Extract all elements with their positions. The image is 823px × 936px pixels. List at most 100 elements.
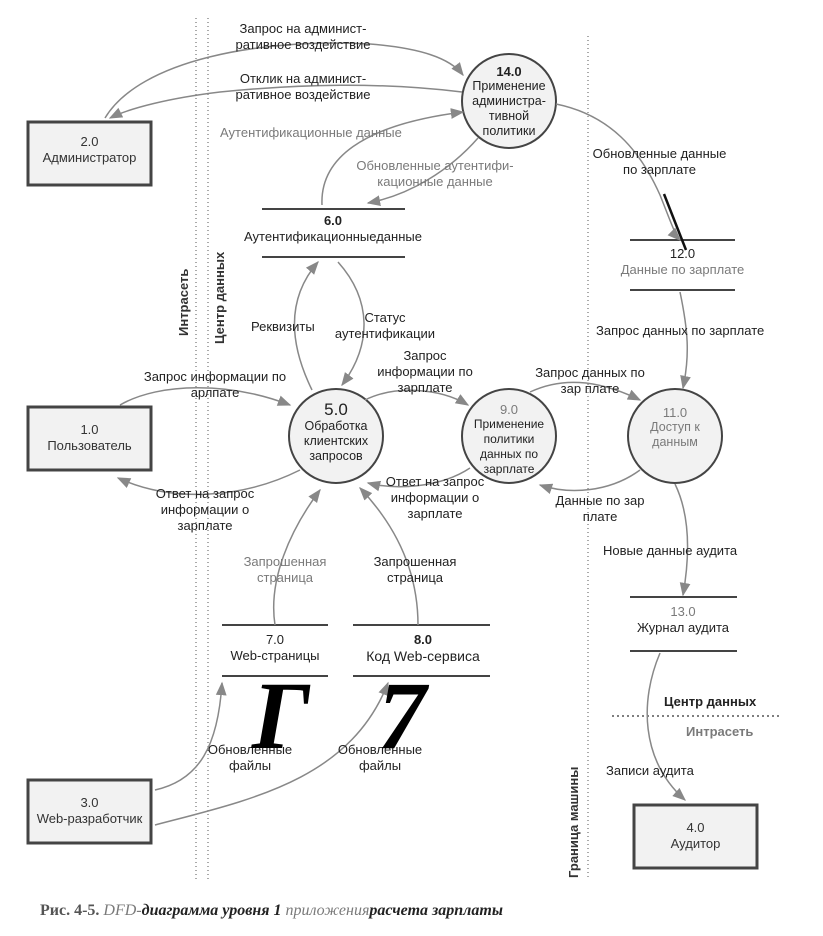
store-7-id: 7.0 bbox=[265, 632, 285, 647]
flow-label-answer-to-5: Ответ на запрос информации о зарплате bbox=[385, 474, 485, 521]
caption-part1: DFD- bbox=[103, 902, 142, 919]
flow-answer-to-5[interactable] bbox=[366, 467, 471, 492]
process-11[interactable]: 11.0 Доступ к данным bbox=[629, 405, 721, 450]
flow-label-admin-response: Отклик на админист-ративное воздействие bbox=[235, 71, 371, 102]
flow-label-salary-data-request: Запрос данных по зар плате bbox=[535, 365, 645, 396]
store-6-lines bbox=[262, 208, 405, 258]
caption-part3: приложения bbox=[285, 902, 370, 919]
entity-1[interactable]: 1.0 Пользователь bbox=[28, 422, 151, 454]
process-14-id: 14.0 bbox=[496, 64, 522, 79]
flow-label-salary-data: Данные по зар плате bbox=[555, 493, 645, 524]
flow-files-to-7[interactable] bbox=[154, 681, 227, 791]
process-5-label: Обработка клиентских запросов bbox=[303, 419, 369, 463]
caption-number: Рис. 4-5. bbox=[40, 902, 100, 919]
process-11-circle[interactable] bbox=[627, 388, 723, 484]
flow-label-page-8: Запрошенная страница bbox=[373, 554, 457, 585]
flow-label-files-8: Обновленные файлы bbox=[337, 742, 423, 773]
flow-admin-request[interactable] bbox=[104, 42, 464, 119]
process-9-circle[interactable] bbox=[461, 388, 557, 484]
process-14-circle[interactable] bbox=[461, 53, 557, 149]
flow-label-credentials: Реквизиты bbox=[251, 319, 315, 334]
process-11-label: Доступ к данным bbox=[650, 420, 700, 449]
flow-admin-response[interactable] bbox=[108, 84, 463, 119]
entity-2[interactable]: 2.0 Администратор bbox=[28, 134, 151, 166]
boundary-label-datacenter: Центр данных bbox=[212, 251, 227, 344]
flow-label-new-audit: Новые данные аудита bbox=[603, 543, 738, 558]
figure-caption: Рис. 4-5. DFD-диаграмма уровня 1 приложе… bbox=[40, 902, 503, 920]
store-6[interactable]: 6.0 Аутентификационныеданные bbox=[222, 213, 444, 245]
entity-4-label: Аудитор bbox=[670, 836, 721, 851]
flow-auth-data-to-14[interactable] bbox=[321, 108, 465, 206]
entity-3-box[interactable] bbox=[26, 778, 153, 845]
entity-3-label: Web-разработчик bbox=[36, 811, 143, 826]
entity-3[interactable]: 3.0 Web-разработчик bbox=[28, 795, 151, 827]
flow-updated-salary[interactable] bbox=[555, 103, 681, 241]
flow-audit-records[interactable] bbox=[646, 652, 687, 801]
entity-1-id: 1.0 bbox=[80, 422, 99, 437]
flow-page-from-7[interactable] bbox=[273, 488, 321, 626]
store-6-id: 6.0 bbox=[323, 213, 343, 228]
entity-4-id: 4.0 bbox=[686, 820, 705, 835]
flow-new-audit[interactable] bbox=[674, 483, 691, 597]
boundary-label-intranet: Интрасеть bbox=[176, 268, 191, 336]
flow-label-auth-status: Статус аутентификации bbox=[334, 310, 436, 341]
flow-store12-to-11[interactable] bbox=[679, 291, 691, 390]
process-14[interactable]: 14.0 Применение администра-тивной полити… bbox=[463, 64, 555, 139]
entity-2-label: Администратор bbox=[42, 150, 137, 165]
entity-4[interactable]: 4.0 Аудитор bbox=[634, 820, 757, 852]
entity-1-box[interactable] bbox=[26, 405, 153, 472]
flow-label-salary-info: Запрос информации по зарплате bbox=[377, 348, 473, 395]
store-8-label: Код Web-сервиса bbox=[366, 648, 480, 664]
boundary-label-intranet-right: Интрасеть bbox=[686, 724, 754, 739]
flow-credentials[interactable] bbox=[293, 260, 319, 391]
boundary-label-machine: Граница машины bbox=[566, 766, 581, 878]
flow-user-request[interactable] bbox=[119, 387, 292, 406]
entity-4-box[interactable] bbox=[632, 803, 759, 870]
store-6-label: Аутентификационныеданные bbox=[244, 229, 422, 244]
store-12-id: 12.0 bbox=[669, 246, 696, 261]
flow-user-answer[interactable] bbox=[116, 469, 301, 496]
glyph-g: Г bbox=[252, 662, 310, 769]
store-12-label: Данные по зарплате bbox=[620, 262, 745, 277]
entity-1-label: Пользователь bbox=[47, 438, 132, 453]
caption-part2: диаграмма уровня 1 bbox=[141, 902, 282, 919]
flow-salary-data-request[interactable] bbox=[529, 381, 642, 401]
store-7[interactable]: 7.0 Web-страницы bbox=[212, 632, 338, 664]
entity-2-box[interactable] bbox=[26, 120, 153, 187]
flow-auth-status[interactable] bbox=[337, 261, 365, 387]
entity-2-id: 2.0 bbox=[80, 134, 99, 149]
process-5-id: 5.0 bbox=[324, 400, 348, 419]
store-13-lines bbox=[630, 596, 737, 652]
flow-updated-auth-to-6[interactable] bbox=[366, 137, 479, 207]
caption-part4: расчета зарплаты bbox=[369, 902, 503, 919]
flow-page-from-8[interactable] bbox=[359, 487, 419, 626]
process-5-circle[interactable] bbox=[288, 388, 384, 484]
process-9-label: Применение политики данных по зарплате bbox=[473, 417, 545, 476]
glyph-seven: 7 bbox=[378, 662, 426, 769]
flow-label-auth-data: Аутентификационные данные bbox=[220, 125, 402, 140]
boundary-label-datacenter-right: Центр данных bbox=[664, 694, 757, 709]
flow-label-user-answer: Ответ на запрос информации о зарплате bbox=[155, 486, 255, 533]
process-14-label: Применение администра-тивной политики bbox=[472, 79, 546, 138]
flow-salary-data-to-9[interactable] bbox=[538, 469, 641, 494]
process-9-id: 9.0 bbox=[499, 402, 519, 417]
entity-3-id: 3.0 bbox=[80, 795, 99, 810]
flow-label-store12-to-11: Запрос данных по зарплате bbox=[596, 323, 765, 338]
store-13[interactable]: 13.0 Журнал аудита bbox=[615, 604, 751, 636]
flow-label-updated-salary: Обновленные данные по зарплате bbox=[592, 146, 727, 177]
process-11-id: 11.0 bbox=[662, 405, 688, 420]
flow-label-admin-request: Запрос на админист-ративное воздействие bbox=[235, 21, 371, 52]
store-13-id: 13.0 bbox=[670, 604, 696, 619]
store-8[interactable]: 8.0 Код Web-сервиса bbox=[350, 632, 496, 664]
process-5[interactable]: 5.0 Обработка клиентских запросов bbox=[290, 400, 382, 464]
process-9[interactable]: 9.0 Применение политики данных по зарпла… bbox=[464, 402, 554, 477]
store-12[interactable]: 12.0 Данные по зарплате bbox=[615, 246, 750, 278]
flow-salary-info-to-9[interactable] bbox=[364, 389, 470, 406]
store-7-label: Web-страницы bbox=[230, 648, 320, 663]
salary-pointer-line bbox=[662, 193, 688, 251]
store-8-id: 8.0 bbox=[413, 632, 433, 647]
flow-label-audit-records: Записи аудита bbox=[606, 763, 694, 778]
flow-files-to-8[interactable] bbox=[154, 681, 389, 826]
flow-label-files-7: Обновленные файлы bbox=[207, 742, 293, 773]
